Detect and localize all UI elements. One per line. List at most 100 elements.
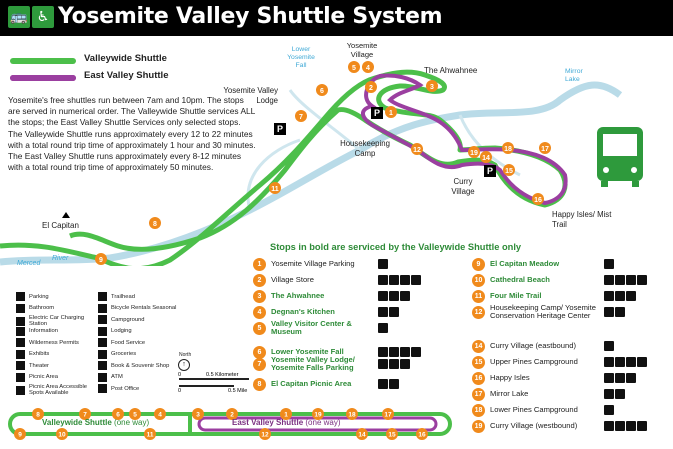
map-stop[interactable]: 9	[95, 253, 107, 265]
map-stop[interactable]: 19	[468, 146, 480, 158]
amenity-icon	[604, 389, 614, 399]
lower-falls-label: Lower Yosemite Fall	[287, 46, 315, 69]
diagram-stop[interactable]: 2	[226, 408, 238, 420]
map-stop[interactable]: 12	[411, 143, 423, 155]
stop-name: Degnan's Kitchen	[271, 306, 335, 316]
amenity-icon	[604, 291, 614, 301]
symbol-label: Information	[29, 328, 58, 334]
map-stop[interactable]: 18	[502, 142, 514, 154]
symbol-legend-item: Theater	[16, 361, 49, 370]
symbol-icon	[98, 315, 107, 324]
map-stop[interactable]: 11	[269, 182, 281, 194]
map-stop[interactable]: 17	[539, 142, 551, 154]
svg-text:12: 12	[413, 147, 421, 154]
amenity-icons	[604, 291, 636, 301]
diagram-stop[interactable]: 3	[192, 408, 204, 420]
stop-number-badge: 14	[472, 339, 485, 353]
svg-text:19: 19	[470, 150, 478, 157]
svg-text:18: 18	[348, 412, 356, 419]
diagram-stop[interactable]: 15	[386, 428, 398, 440]
amenity-icons	[604, 357, 647, 367]
diagram-stop[interactable]: 6	[112, 408, 124, 420]
diagram-stop[interactable]: 17	[382, 408, 394, 420]
wheelchair-icon: ♿	[32, 6, 54, 28]
diagram-stop[interactable]: 7	[79, 408, 91, 420]
mirror-lake-label: Mirror Lake	[565, 68, 583, 83]
ahwahnee-label: The Ahwahnee	[424, 66, 478, 75]
amenity-icons	[378, 291, 410, 301]
diagram-stop[interactable]: 4	[154, 408, 166, 420]
map-stop[interactable]: 6	[316, 84, 328, 96]
diagram-stop[interactable]: 16	[416, 428, 428, 440]
east-diagram-label: East Valley Shuttle (one way)	[232, 418, 341, 427]
amenity-icon	[615, 307, 625, 317]
symbol-legend-item: Groceries	[98, 349, 136, 359]
diagram-stop[interactable]: 18	[346, 408, 358, 420]
valleywide-diagram-label: Valleywide Shuttle (one way)	[42, 418, 150, 427]
bus-illustration	[597, 127, 643, 187]
svg-text:12: 12	[261, 432, 269, 439]
diagram-stop[interactable]: 10	[56, 428, 68, 440]
amenity-icon	[637, 357, 647, 367]
amenity-icon	[615, 357, 625, 367]
diagram-stop[interactable]: 5	[129, 408, 141, 420]
diagram-stop[interactable]: 19	[312, 408, 324, 420]
diagram-stop[interactable]: 8	[32, 408, 44, 420]
diagram-stop[interactable]: 12	[259, 428, 271, 440]
map-stop[interactable]: 16	[532, 193, 544, 205]
diagram-stop[interactable]: 11	[144, 428, 156, 440]
bus-icon: 🚌	[8, 6, 30, 28]
map-stop[interactable]: 7	[295, 110, 307, 122]
diagram-stop[interactable]: 1	[280, 408, 292, 420]
symbol-legend-item: Food Service	[98, 338, 145, 347]
amenity-icons	[378, 379, 399, 389]
map-stop[interactable]: 2	[365, 81, 377, 93]
valleywide-diagram-line	[8, 412, 192, 436]
diagram-stop[interactable]: 14	[356, 428, 368, 440]
map-stop[interactable]: 15	[503, 164, 515, 176]
merced-river	[0, 81, 623, 266]
stop-name: Happy Isles	[490, 372, 530, 382]
stop-name: Four Mile Trail	[490, 290, 542, 300]
svg-text:11: 11	[271, 186, 279, 193]
diagram-stop[interactable]: 9	[14, 428, 26, 440]
svg-text:6: 6	[320, 88, 324, 95]
amenity-icon	[604, 405, 614, 415]
amenity-icons	[604, 307, 625, 317]
map-stop[interactable]: 8	[149, 217, 161, 229]
map-stop[interactable]: 1	[385, 106, 397, 118]
map-stop[interactable]: 14	[480, 151, 492, 163]
symbol-icon	[98, 372, 107, 382]
amenity-icon	[604, 373, 614, 383]
stop-name: Yosemite Village Parking	[271, 258, 355, 268]
amenity-icon	[389, 275, 399, 285]
stop-number-badge: 3	[253, 289, 266, 303]
north-arrow-icon: ↑	[178, 359, 190, 371]
map-stops: 1 2 3 4 5 6 7 8 9 10 11 12 14 15 16 17 1…	[95, 61, 551, 265]
map-stop[interactable]: 3	[426, 80, 438, 92]
map-stop[interactable]: 4	[362, 61, 374, 73]
east-diagram-line	[197, 416, 438, 432]
stop-name: Upper Pines Campground	[490, 356, 578, 366]
symbol-icon	[16, 385, 25, 395]
map-stop[interactable]: 5	[348, 61, 360, 73]
amenity-icon	[604, 275, 614, 285]
